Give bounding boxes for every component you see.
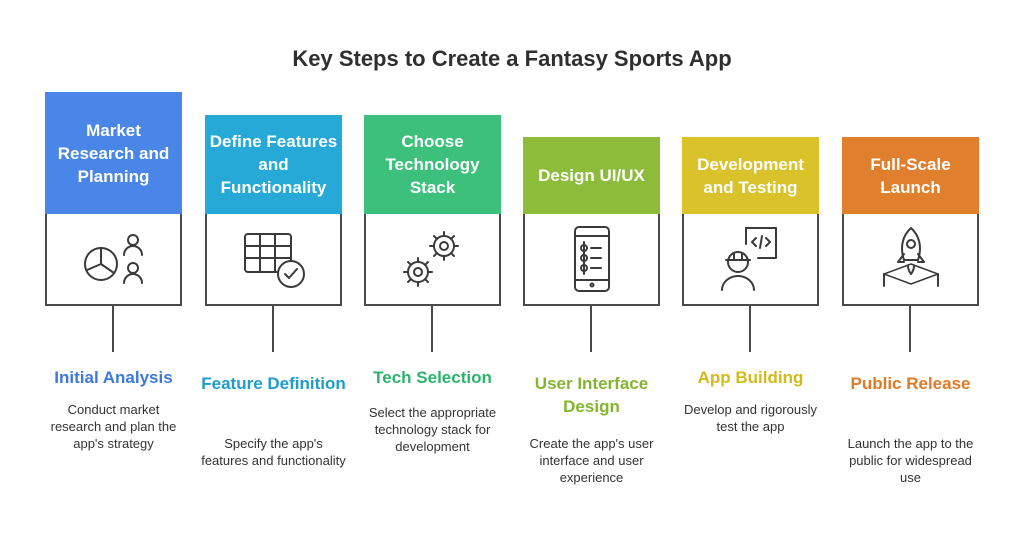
step-header: Design UI/UX bbox=[523, 137, 660, 214]
rocket-launch-icon bbox=[882, 227, 939, 287]
step-header: Market Research and Planning bbox=[45, 92, 182, 214]
step-icon-box bbox=[364, 214, 501, 306]
step-icon-box bbox=[682, 214, 819, 306]
step-choose-tech: Choose Technology Stack Tech Selection S… bbox=[364, 0, 501, 553]
connector-line bbox=[272, 306, 274, 352]
step-description: Launch the app to the public for widespr… bbox=[847, 436, 974, 485]
step-description: Select the appropriate technology stack … bbox=[368, 405, 497, 454]
step-label: User Interface Design bbox=[534, 374, 649, 416]
mobile-ui-icon bbox=[573, 226, 610, 292]
step-label: Public Release bbox=[850, 374, 971, 393]
developer-code-icon bbox=[720, 227, 777, 291]
connector-line bbox=[112, 306, 114, 352]
connector-line bbox=[431, 306, 433, 352]
step-label: Initial Analysis bbox=[54, 368, 173, 387]
step-design-uiux: Design UI/UX User Interface Design Creat… bbox=[523, 0, 660, 553]
connector-line bbox=[590, 306, 592, 352]
step-development-testing: Development and Testing App Building Dev… bbox=[682, 0, 819, 553]
step-header: Full-Scale Launch bbox=[842, 137, 979, 214]
step-description: Create the app's user interface and user… bbox=[529, 436, 654, 485]
step-label: App Building bbox=[697, 368, 804, 387]
step-market-research: Market Research and Planning Initial Ana… bbox=[45, 0, 182, 553]
chart-people-icon bbox=[83, 234, 143, 284]
gears-icon bbox=[402, 231, 459, 287]
step-header: Choose Technology Stack bbox=[364, 115, 501, 214]
step-icon-box bbox=[205, 214, 342, 306]
step-define-features: Define Features and Functionality Featur… bbox=[201, 0, 346, 553]
step-description: Conduct market research and plan the app… bbox=[50, 402, 177, 451]
diagram-title: Key Steps to Create a Fantasy Sports App bbox=[292, 46, 732, 71]
step-label: Tech Selection bbox=[373, 368, 492, 387]
step-icon-box bbox=[45, 214, 182, 306]
connector-line bbox=[749, 306, 751, 352]
step-header: Development and Testing bbox=[682, 137, 819, 214]
connector-line bbox=[909, 306, 911, 352]
step-description: Develop and rigorously test the app bbox=[684, 402, 817, 434]
step-icon-box bbox=[842, 214, 979, 306]
step-label: Feature Definition bbox=[201, 374, 346, 393]
step-full-scale-launch: Full-Scale Launch Public Release Launch … bbox=[842, 0, 979, 553]
step-icon-box bbox=[523, 214, 660, 306]
table-check-icon bbox=[243, 233, 305, 288]
step-header: Define Features and Functionality bbox=[205, 115, 342, 214]
step-description: Specify the app's features and functiona… bbox=[201, 436, 346, 468]
